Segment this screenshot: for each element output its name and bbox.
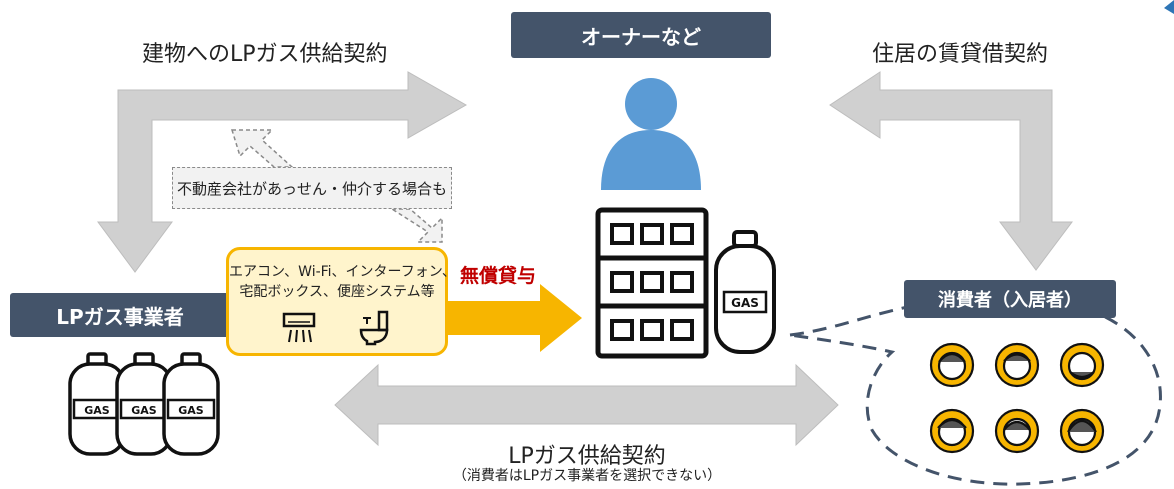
apartment-building-icon xyxy=(595,207,709,359)
consumer-face-icon xyxy=(994,408,1040,454)
gas-cylinder-label: GAS xyxy=(731,296,759,310)
lp-gas-cylinders-icon: GAS GAS GAS xyxy=(68,352,220,456)
note-arrow-up xyxy=(230,129,294,168)
lp-business-label: LPガス事業者 xyxy=(10,293,230,337)
lp-supply-contract-arrow xyxy=(334,363,839,447)
equipment-line-1: エアコン、Wi-Fi、インターフォン、 xyxy=(229,264,456,280)
equipment-line-2: 宅配ボックス、便座システム等 xyxy=(239,284,435,300)
lp-supply-contract-label: LPガス供給契約 xyxy=(508,444,666,469)
free-loan-arrow xyxy=(446,284,582,352)
gas-cylinder-label: GAS xyxy=(178,404,204,417)
building-supply-contract-label: 建物へのLPガス供給契約 xyxy=(142,42,388,67)
air-conditioner-icon xyxy=(282,312,316,343)
toilet-seat-icon xyxy=(359,310,389,346)
consumer-label: 消費者（入居者） xyxy=(904,280,1116,318)
lp-supply-contract-note: （消費者はLPガス事業者を選択できない） xyxy=(452,468,722,484)
consumer-face-icon xyxy=(1059,342,1105,388)
gas-cylinder-label: GAS xyxy=(84,404,110,417)
equipment-box: エアコン、Wi-Fi、インターフォン、 宅配ボックス、便座システム等 xyxy=(226,247,456,356)
consumer-faces xyxy=(929,342,1105,454)
rental-contract-label: 住居の賃貸借契約 xyxy=(872,42,1049,67)
building-gas-cylinder-icon: GAS xyxy=(714,230,776,354)
rental-contract-arrow xyxy=(829,71,1073,271)
consumer-face-icon xyxy=(994,342,1040,388)
free-loan-label: 無償貸与 xyxy=(460,265,537,287)
owner-person-icon xyxy=(601,78,701,190)
consumer-face-icon xyxy=(1059,408,1105,454)
note-arrow-down xyxy=(389,208,443,243)
consumer-face-icon xyxy=(929,408,975,454)
owner-label: オーナーなど xyxy=(511,12,771,58)
supply-contract-arrow xyxy=(97,71,468,273)
corner-logo-icon xyxy=(1164,0,1174,14)
consumer-face-icon xyxy=(929,342,975,388)
real-estate-note: 不動産会社があっせん・仲介する場合も xyxy=(172,167,452,209)
gas-cylinder-label: GAS xyxy=(131,404,157,417)
